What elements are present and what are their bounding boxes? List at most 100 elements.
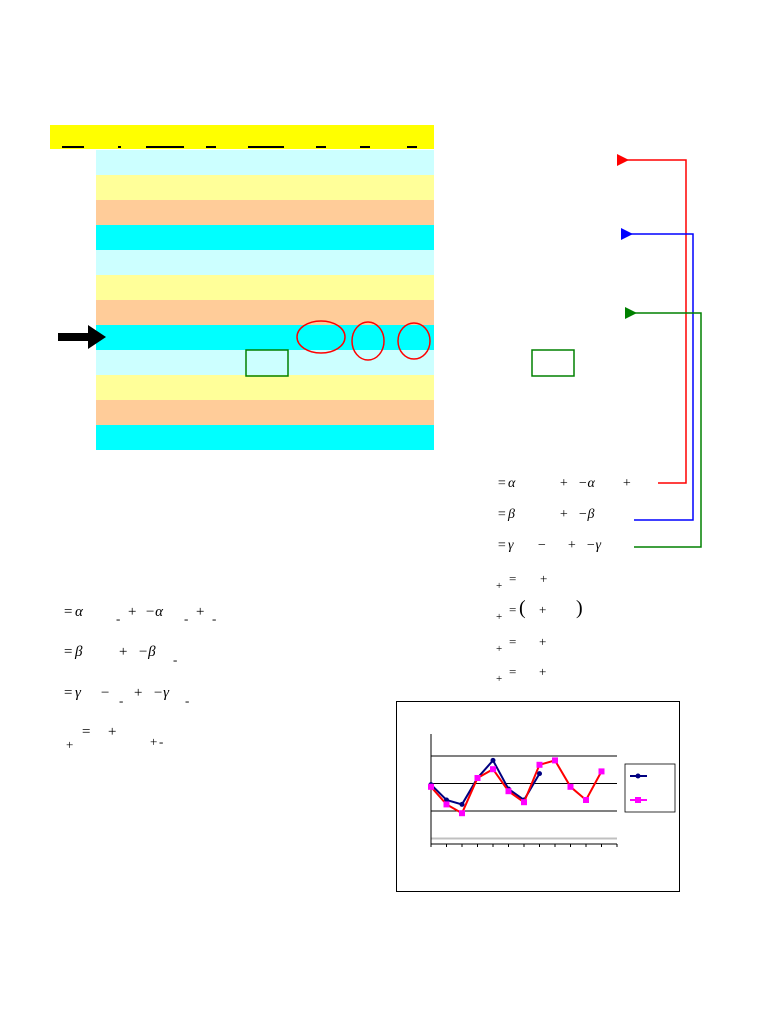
header-column-mark (118, 146, 121, 148)
subscript-mark: + (496, 643, 503, 655)
subscript-mark: + (66, 737, 74, 752)
legend-marker (635, 773, 641, 779)
subscript-mark: - (119, 693, 124, 708)
data-point (490, 766, 496, 773)
table-row (96, 300, 434, 325)
subscript-mark: + (496, 580, 503, 592)
plus-sign: + (118, 644, 129, 660)
equals-sign: = (81, 724, 92, 740)
header-column-mark (248, 146, 284, 148)
minus-sign: − (537, 538, 547, 553)
table-row-highlighted (96, 325, 434, 350)
header-column-mark (407, 146, 417, 148)
data-point (552, 757, 558, 764)
equals-sign: = (497, 538, 507, 553)
data-point (490, 757, 496, 763)
table-row (96, 400, 434, 425)
highlight-circle (296, 320, 346, 354)
plus-sign: + (127, 604, 138, 620)
plus-sign: + (539, 602, 547, 617)
minus-alpha-term: −α (578, 476, 595, 491)
data-point (428, 783, 434, 790)
plus-sign: + (540, 571, 548, 586)
table-row (96, 275, 434, 300)
series-line (430, 758, 541, 806)
table-row (96, 175, 434, 200)
subscript-plus: + (150, 734, 158, 749)
equals-sign: = (509, 664, 517, 679)
legend-box (624, 763, 676, 813)
data-point (443, 801, 450, 808)
plus-sign: + (559, 476, 569, 491)
plus-sign: + (559, 507, 569, 522)
red-connector-arrow (617, 154, 687, 484)
highlight-box (245, 349, 289, 377)
data-point (521, 799, 527, 806)
data-point (598, 768, 605, 775)
left-paren: ( (519, 597, 526, 619)
data-point (444, 797, 449, 803)
header-column-mark (316, 146, 326, 148)
data-point (474, 775, 481, 781)
plus-sign: + (567, 538, 577, 553)
right-paren: ) (576, 597, 583, 619)
equals-sign: = (63, 685, 74, 701)
equals-sign: = (509, 571, 517, 586)
minus-beta-term: −β (578, 507, 595, 522)
plus-sign: + (539, 634, 547, 649)
highlight-circle (351, 321, 385, 361)
beta-symbol: β (75, 644, 83, 660)
plus-sign: + (539, 664, 547, 679)
data-point (583, 797, 589, 803)
plus-sign: + (133, 685, 144, 701)
data-point (536, 761, 543, 768)
equals-sign: = (63, 644, 74, 660)
blue-connector-arrow (621, 228, 694, 521)
header-column-mark (360, 146, 370, 148)
row-pointer-arrow (58, 325, 106, 349)
subscript-mark: - (185, 693, 190, 708)
plus-sign: + (622, 476, 632, 491)
subscript-mark: - (116, 611, 121, 626)
plus-sign: + (195, 604, 206, 620)
minus-sign: − (100, 685, 111, 701)
header-column-mark (62, 146, 84, 148)
equals-sign: = (509, 602, 517, 617)
data-point (459, 801, 465, 807)
minus-gamma-term: −γ (586, 538, 601, 553)
minus-alpha-term: −α (145, 604, 163, 620)
equals-sign: = (497, 476, 507, 491)
header-column-mark (146, 146, 184, 148)
table-row (96, 350, 434, 375)
subscript-mark: - (184, 611, 189, 626)
beta-symbol: β (508, 507, 515, 522)
chart-panel (396, 701, 680, 892)
table-row (96, 425, 434, 450)
highlight-box (531, 349, 575, 377)
header-column-mark (206, 146, 216, 148)
data-point (537, 771, 542, 777)
table-row (96, 225, 434, 250)
minus-gamma-term: −γ (153, 685, 170, 701)
subscript-mark: + (496, 611, 503, 623)
highlight-circle (397, 322, 431, 360)
alpha-symbol: α (508, 476, 516, 491)
minus-beta-term: −β (138, 644, 156, 660)
data-point (505, 788, 512, 795)
table-row (96, 200, 434, 225)
subscript-mark: + (496, 673, 503, 685)
series-line (430, 759, 603, 815)
data-point (459, 810, 465, 817)
alpha-symbol: α (75, 604, 83, 620)
gamma-symbol: γ (75, 685, 81, 701)
table-row (96, 375, 434, 400)
equals-sign: = (497, 507, 507, 522)
table-header-bar (50, 125, 434, 149)
subscript-minus: - (159, 734, 164, 749)
line-chart (428, 734, 676, 847)
equals-sign: = (509, 634, 517, 649)
data-point (567, 783, 574, 790)
green-connector-arrow (625, 307, 702, 548)
legend-marker (635, 797, 641, 803)
